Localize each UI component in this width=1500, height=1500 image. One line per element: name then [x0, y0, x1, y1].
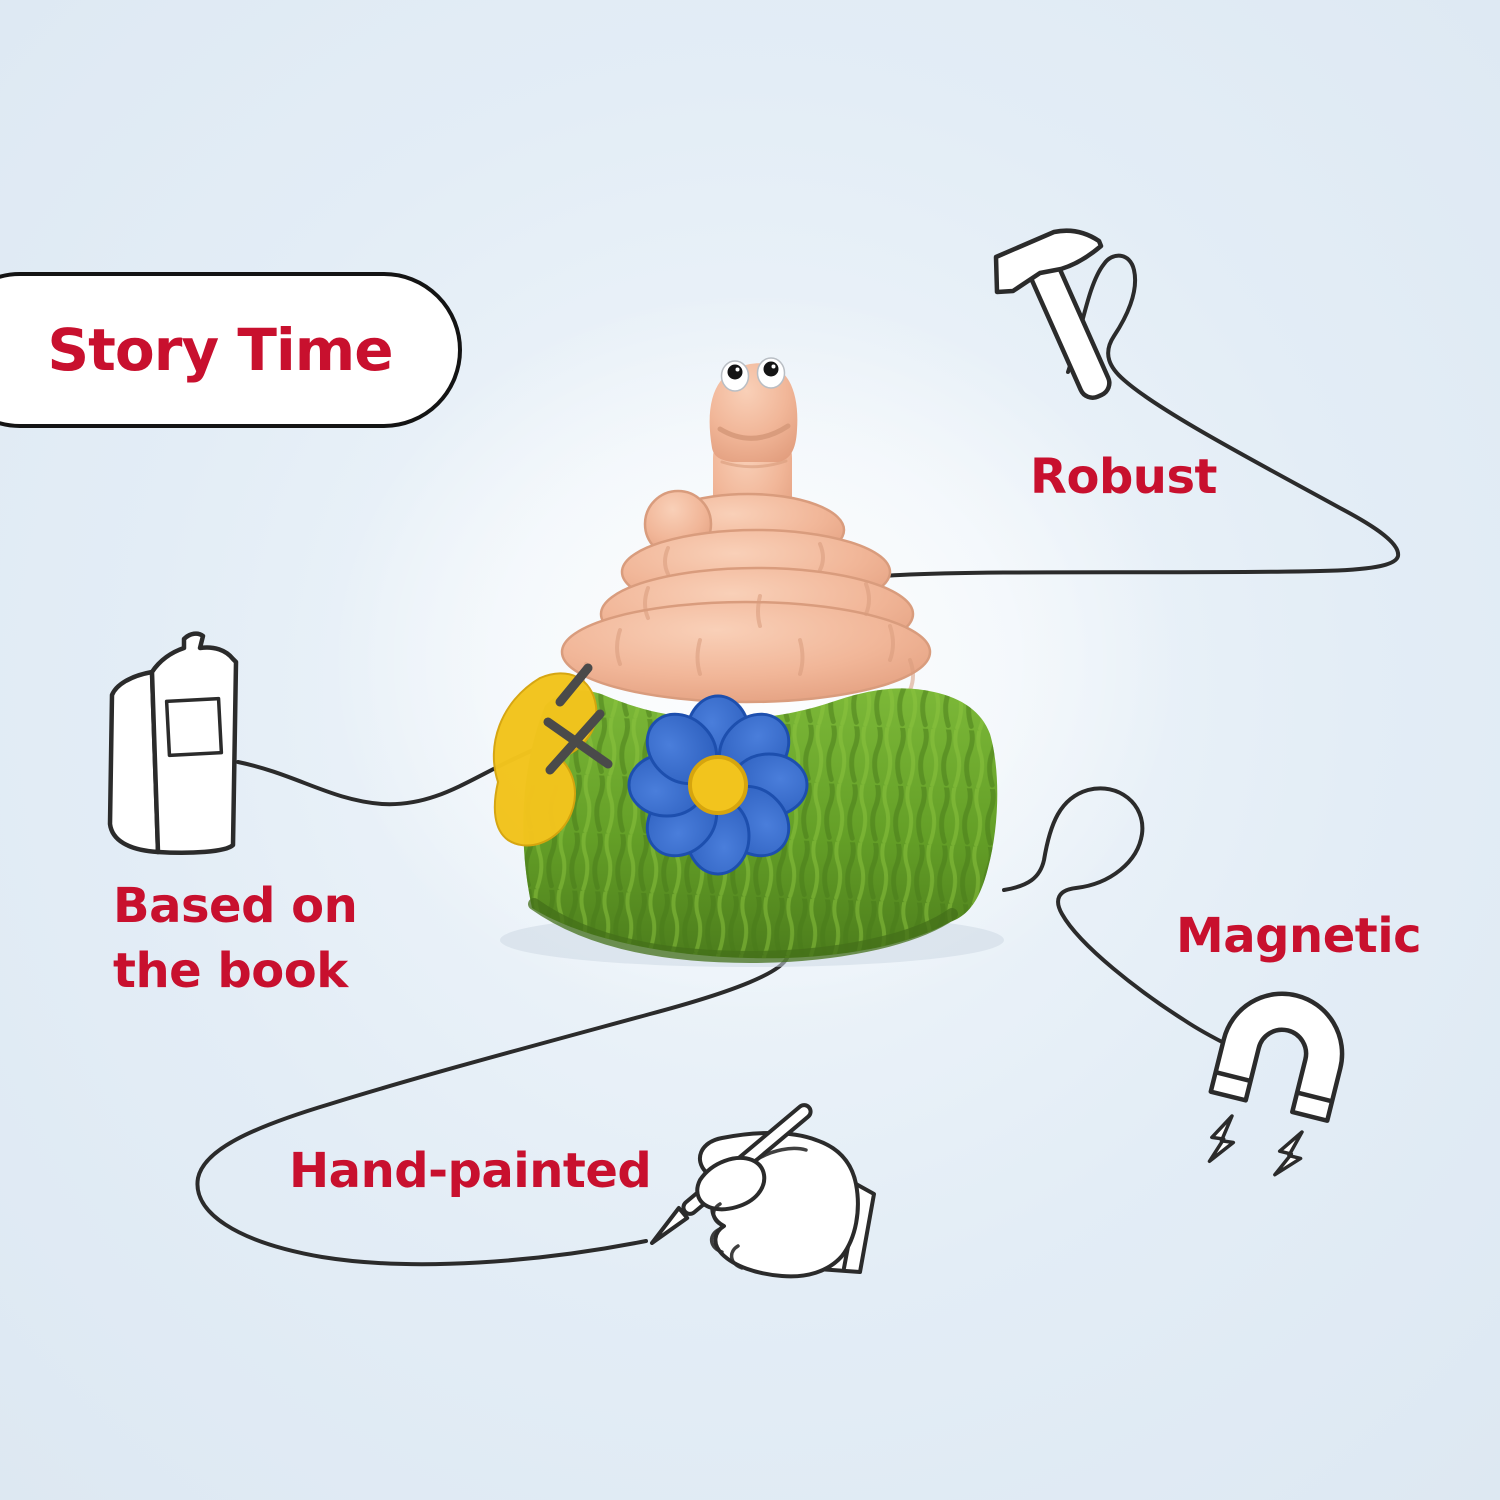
based-on-book-line2: the book [113, 943, 348, 999]
connector-line-hand-painted [195, 936, 791, 1267]
hand-paintbrush-icon [650, 1103, 876, 1279]
hammer-icon [993, 228, 1112, 400]
worm-coil-creases [581, 542, 915, 696]
worm-eyes [720, 357, 786, 392]
connector-line-robust [854, 253, 1401, 582]
bee-icon [492, 663, 613, 847]
feature-label-magnetic: Magnetic [1176, 908, 1422, 964]
based-on-book-line1: Based on [113, 878, 358, 934]
magnet-spark-icons [1207, 1114, 1304, 1177]
feature-label-robust: Robust [1030, 449, 1217, 505]
feature-label-based-on-book: Based on the book [113, 874, 358, 1004]
magnet-icon [1207, 991, 1345, 1177]
connector-line-magnetic [1002, 786, 1232, 1048]
flower-icon [627, 694, 809, 876]
feature-label-hand-painted: Hand-painted [289, 1143, 652, 1199]
book-icon [107, 631, 239, 855]
connector-lines [195, 253, 1401, 1267]
story-time-badge: Story Time [0, 272, 462, 428]
worm-figurine [492, 357, 1004, 967]
story-time-label: Story Time [47, 316, 393, 384]
